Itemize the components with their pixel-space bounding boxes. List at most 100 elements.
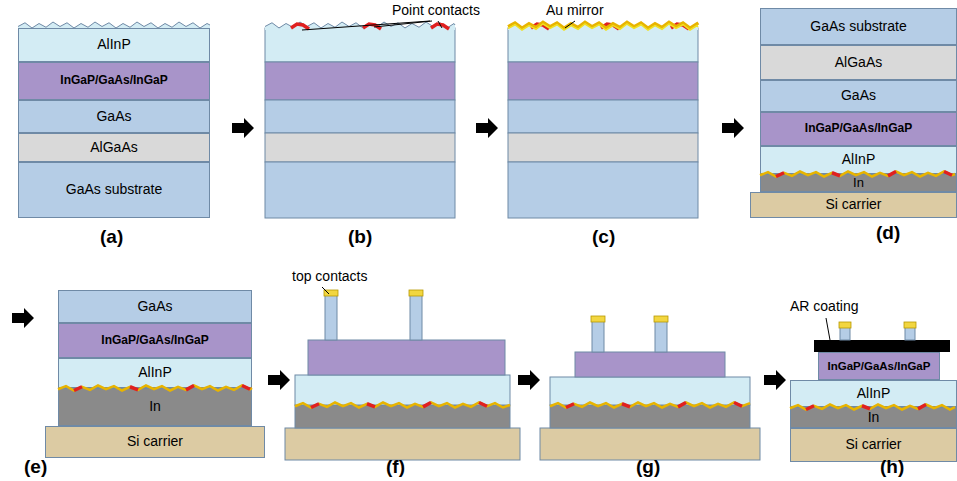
- layer-band: Si carrier: [790, 428, 957, 462]
- panel-letter: (f): [386, 456, 405, 478]
- layer-name: AlInP: [138, 365, 171, 380]
- layer-band: AlInP: [760, 146, 957, 174]
- au-mirror: [508, 22, 698, 28]
- layer-band: [508, 133, 698, 162]
- point-contact: [806, 406, 814, 410]
- layer-band: [265, 162, 455, 218]
- layer-name: AlInP: [857, 386, 890, 401]
- point-contact: [367, 404, 375, 407]
- layer-name: Si carrier: [845, 437, 901, 452]
- au-mirror: [58, 386, 252, 391]
- callout-label: AR coating: [790, 298, 858, 314]
- point-contact: [622, 404, 630, 407]
- layer-name: AlGaAs: [90, 140, 137, 155]
- layer-band: [550, 377, 750, 405]
- process-arrow: [232, 118, 254, 138]
- contact-pillar: [592, 318, 604, 352]
- process-arrow: [722, 118, 744, 138]
- top-contact-metal: [324, 290, 338, 296]
- layer-name: AlGaAs: [835, 55, 882, 70]
- layer-band: InGaP/GaAs/InGaP: [818, 352, 940, 380]
- layer-band: GaAs: [760, 80, 957, 112]
- top-contact-metal: [654, 316, 668, 322]
- leader-line: [322, 287, 329, 294]
- point-contact: [242, 386, 250, 390]
- layer-band: [265, 62, 455, 100]
- layer-name: InGaP/GaAs/InGaP: [828, 360, 931, 373]
- top-contact-metal: [591, 316, 605, 322]
- layer-name: AlInP: [97, 37, 130, 52]
- layer-band: InGaP/GaAs/InGaP: [18, 62, 210, 100]
- leader-line: [438, 21, 442, 28]
- point-contact: [311, 404, 319, 408]
- point-contact: [74, 387, 82, 391]
- point-contact: [944, 172, 952, 176]
- point-contact: [363, 24, 381, 29]
- panel-letter: (c): [592, 226, 615, 248]
- au-mirror: [295, 403, 510, 408]
- point-contact: [776, 173, 784, 177]
- layer-band: GaAs substrate: [18, 162, 210, 218]
- au-mirror: [550, 403, 750, 408]
- panel-letter: (d): [876, 222, 900, 244]
- point-contact: [130, 387, 138, 390]
- rough-surface-edge: [265, 22, 455, 28]
- layer-band: Si carrier: [750, 192, 957, 218]
- layer-band: [295, 375, 510, 405]
- point-contact: [531, 24, 549, 29]
- contact-pillar: [410, 292, 422, 340]
- layer-band: [308, 340, 505, 375]
- layer-band: AlGaAs: [18, 133, 210, 162]
- au-mirror: [760, 172, 955, 177]
- callout-label: Au mirror: [546, 2, 604, 18]
- layer-band: InGaP/GaAs/InGaP: [760, 112, 957, 146]
- point-contact: [291, 24, 309, 29]
- layer-name: Si carrier: [127, 434, 183, 449]
- layer-band: AlGaAs: [760, 45, 957, 80]
- rough-surface: [508, 22, 698, 30]
- panel-letter: (b): [348, 226, 372, 248]
- point-contact: [423, 403, 431, 407]
- point-contact: [734, 403, 742, 407]
- layer-band: [295, 405, 510, 428]
- point-contact: [862, 406, 870, 409]
- process-arrow: [518, 370, 540, 390]
- layer-name: GaAs: [137, 299, 172, 314]
- leader-line: [565, 21, 575, 28]
- layer-name: GaAs: [96, 109, 131, 124]
- contact-pillar: [325, 292, 337, 340]
- callout-label: top contacts: [292, 268, 368, 284]
- panel-letter: (h): [880, 456, 904, 478]
- layer-name: AlInP: [842, 152, 875, 167]
- layer-band: AlInP: [18, 28, 210, 62]
- point-contact: [678, 403, 686, 407]
- layer-name: Si carrier: [825, 197, 881, 212]
- leader-line: [826, 318, 830, 340]
- layer-band: Si carrier: [45, 426, 265, 458]
- point-contact: [888, 172, 896, 176]
- layer-band: GaAs: [18, 100, 210, 133]
- leader-line: [302, 21, 430, 30]
- layer-name: GaAs substrate: [810, 19, 907, 34]
- panel-letter: (e): [24, 456, 47, 478]
- process-arrow: [12, 308, 34, 328]
- layer-band: [265, 28, 455, 62]
- point-contact: [601, 24, 619, 29]
- layer-band: AlInP: [790, 380, 957, 407]
- panel-letter: (a): [100, 226, 123, 248]
- layer-band: InGaP/GaAs/InGaP: [58, 323, 252, 358]
- top-contact-metal: [839, 322, 851, 328]
- callout-label: Point contacts: [392, 2, 480, 18]
- layer-band: [540, 428, 760, 460]
- point-contact: [918, 405, 926, 409]
- layer-name: InGaP/GaAs/InGaP: [60, 74, 167, 87]
- process-arrow: [764, 370, 786, 390]
- panel-letter: (g): [636, 456, 660, 478]
- layer-name: InGaP/GaAs/InGaP: [805, 122, 912, 135]
- contact-pillar: [655, 318, 667, 352]
- layer-band: [508, 162, 698, 218]
- layer-band: GaAs: [58, 290, 252, 323]
- rough-surface: [265, 22, 455, 30]
- layer-band: [550, 405, 750, 428]
- layer-name: GaAs: [841, 88, 876, 103]
